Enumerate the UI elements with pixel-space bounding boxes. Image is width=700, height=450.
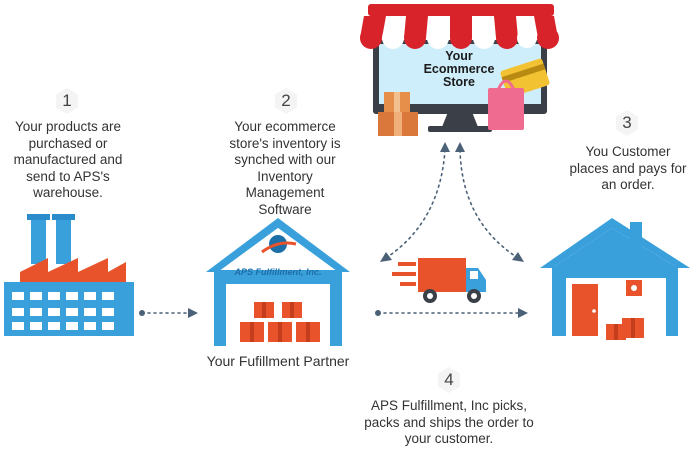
step-1-line-2: purchased or <box>28 135 108 151</box>
step-1-line-5: warehouse. <box>33 185 103 200</box>
step-2-number: 2 <box>273 88 299 114</box>
store-label: Your Ecommerce Store <box>404 50 514 89</box>
step-1-text: Your products are purchased or manufactu… <box>0 119 136 202</box>
step-2-line-4: Inventory <box>257 168 313 184</box>
store-label-line-1: Your <box>445 49 473 63</box>
step-3-line-3: an order. <box>601 177 655 192</box>
step-1-line-3: manufactured and <box>13 152 123 167</box>
step-3-text: You Customer places and pays for an orde… <box>556 144 700 194</box>
warehouse-caption: Your Fufillment Partner <box>206 353 350 369</box>
arrow-to-store-right <box>459 149 519 259</box>
step-3-number: 3 <box>614 110 640 136</box>
step-4-line-1: APS Fulfillment, Inc picks, <box>370 398 528 413</box>
store-label-line-3: Store <box>443 75 475 89</box>
step-1-line-1: Your products are <box>14 119 122 134</box>
step-4-number: 4 <box>436 367 462 393</box>
store-label-line-2: Ecommerce <box>423 62 495 76</box>
step-2-line-6: Software <box>258 201 312 217</box>
step-2-text: Your ecommerce store's inventory is sync… <box>212 119 358 218</box>
step-2-line-3: synched with our <box>234 152 336 167</box>
step-1-line-4: send to APS's <box>26 168 110 184</box>
step-3-line-2: places and pays for <box>569 160 687 176</box>
warehouse-sign: APS Fulfillment, Inc. <box>234 267 322 277</box>
step-4-line-2: packs and ships the order to <box>364 414 534 430</box>
step-3-line-1: You Customer <box>585 144 671 159</box>
step-4-line-3: your customer. <box>404 431 494 446</box>
step-2-line-1: Your ecommerce <box>234 119 336 134</box>
step-4-text: APS Fulfillment, Inc picks, packs and sh… <box>344 398 554 448</box>
arrow-to-store-left <box>385 149 446 259</box>
step-2-line-5: Management <box>245 185 325 200</box>
step-1-number: 1 <box>54 88 80 114</box>
step-2-line-2: store's inventory is <box>229 135 341 151</box>
